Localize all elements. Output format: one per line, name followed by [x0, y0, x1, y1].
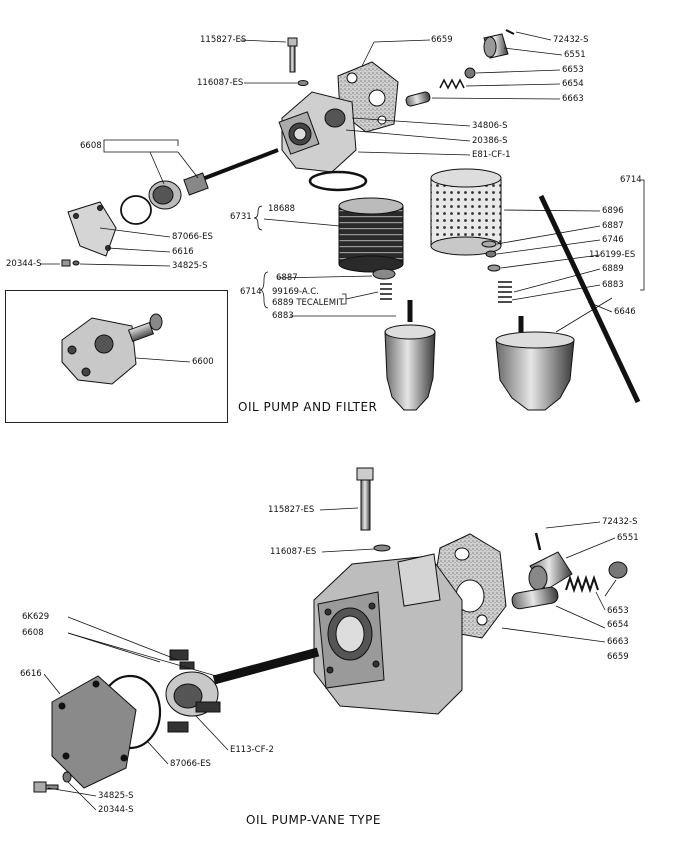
part-label: 115827-ES: [200, 35, 247, 45]
part-label: 87066-ES: [172, 232, 213, 242]
filter-bowl-icon: [495, 316, 575, 411]
screw-icon: [33, 781, 59, 793]
part-label: 6551: [617, 533, 639, 543]
cover-plate-icon: [67, 201, 117, 257]
part-label: 115827-ES: [268, 505, 315, 515]
inset-frame: [5, 290, 228, 423]
part-label: 6883: [602, 280, 624, 290]
shaft-icon: [212, 647, 320, 685]
part-label: 34825-S: [98, 791, 134, 801]
part-label: 6883: [272, 311, 294, 321]
part-label: 6600: [192, 357, 214, 367]
part-label: 6653: [562, 65, 584, 75]
rod-icon: [538, 194, 641, 404]
part-label: 6887: [602, 221, 624, 231]
part-label: 6889 TECALEMIT: [272, 298, 344, 308]
pin-icon: [505, 29, 515, 35]
bolt-icon: [287, 37, 298, 73]
rotor-icon: [148, 180, 182, 210]
valve-icon: [405, 91, 431, 107]
perforated-filter-icon: [430, 168, 502, 256]
spring-icon: [380, 283, 392, 300]
diagram-title-bottom: OIL PUMP-VANE TYPE: [246, 813, 381, 827]
part-label: 20344-S: [98, 805, 134, 815]
spring-icon: [565, 574, 599, 594]
part-label: 116087-ES: [197, 78, 244, 88]
shaft-icon: [183, 148, 279, 196]
pump-body-icon: [313, 553, 463, 715]
top-parts: [61, 29, 641, 411]
washer-icon: [485, 250, 497, 258]
washer-icon: [372, 268, 396, 280]
part-label: 6616: [172, 247, 194, 257]
pump-assembly-icon: [61, 313, 163, 385]
part-label: 87066-ES: [170, 759, 211, 769]
part-label: 18688: [268, 204, 296, 214]
pin-icon: [534, 532, 542, 551]
bottom-parts: [33, 467, 628, 793]
part-label: 72432-S: [553, 35, 589, 45]
bottom-leader-lines: [43, 507, 617, 811]
part-label: 116199-ES: [589, 250, 636, 260]
washer-icon: [62, 771, 72, 783]
part-label: 6608: [22, 628, 44, 638]
o-ring-icon: [308, 170, 368, 192]
pleated-filter-icon: [338, 197, 404, 273]
part-label: 6889: [602, 264, 624, 274]
washer-icon: [373, 544, 391, 552]
plug-icon: [608, 561, 628, 579]
part-label: 34806-S: [472, 121, 508, 131]
part-label: 34825-S: [172, 261, 208, 271]
part-label: 6746: [602, 235, 624, 245]
washer-icon: [297, 80, 309, 86]
part-label: 6663: [562, 94, 584, 104]
bolt-icon: [356, 467, 374, 531]
gear-icon: [528, 551, 573, 591]
part-label: 20386-S: [472, 136, 508, 146]
spring-icon: [439, 78, 465, 90]
spring-icon: [498, 281, 512, 303]
part-label: 20344-S: [6, 259, 42, 269]
vane-icon: [167, 649, 221, 733]
pump-body-icon: [278, 91, 357, 173]
part-label: 6659: [607, 652, 629, 662]
screw-icon: [61, 259, 71, 267]
part-label: 6551: [564, 50, 586, 60]
part-label: 116087-ES: [270, 547, 317, 557]
cover-plate-icon: [51, 675, 137, 789]
part-label: 6714: [620, 175, 642, 185]
washer-icon: [487, 264, 501, 272]
part-label: 6608: [80, 141, 102, 151]
top-leader-lines: [40, 31, 645, 363]
part-label: 6714: [240, 287, 262, 297]
part-label: 6663: [607, 637, 629, 647]
part-label: 6654: [562, 79, 584, 89]
gear-icon: [483, 33, 509, 59]
part-label: 6616: [20, 669, 42, 679]
ring-icon: [120, 195, 152, 225]
part-label: 6654: [607, 620, 629, 630]
part-label: E81-CF-1: [472, 150, 511, 160]
washer-icon: [481, 240, 497, 248]
diagram-title-top: OIL PUMP AND FILTER: [238, 400, 378, 414]
part-label: 6653: [607, 606, 629, 616]
part-label: 6659: [431, 35, 453, 45]
part-label: 6K629: [22, 612, 50, 622]
part-label: 6646: [614, 307, 636, 317]
part-label: 72432-S: [602, 517, 638, 527]
part-label: 6731: [230, 212, 252, 222]
part-label: E113-CF-2: [230, 745, 274, 755]
part-label: 99169-A.C.: [272, 287, 319, 297]
filter-bowl-icon: [384, 300, 436, 411]
plug-icon: [464, 67, 476, 79]
part-label: 6896: [602, 206, 624, 216]
part-label: 6887: [276, 273, 298, 283]
valve-icon: [511, 586, 559, 610]
